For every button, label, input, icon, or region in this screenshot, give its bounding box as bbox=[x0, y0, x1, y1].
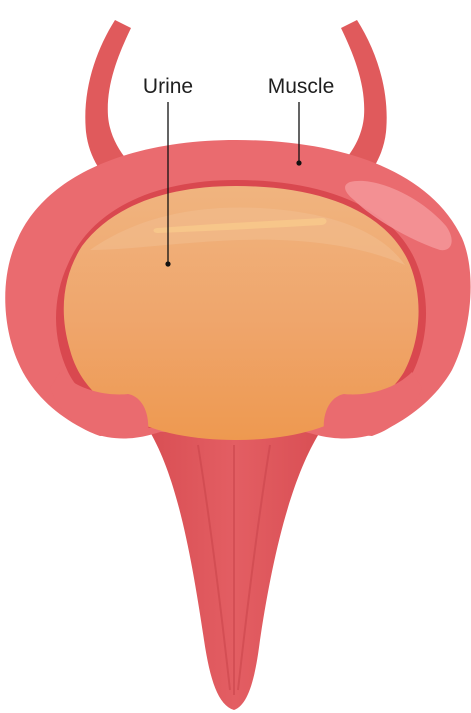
muscle-label: Muscle bbox=[268, 75, 335, 98]
muscle-leader-dot bbox=[296, 160, 301, 165]
urine-leader-dot bbox=[165, 261, 170, 266]
urine-label: Urine bbox=[143, 75, 193, 98]
